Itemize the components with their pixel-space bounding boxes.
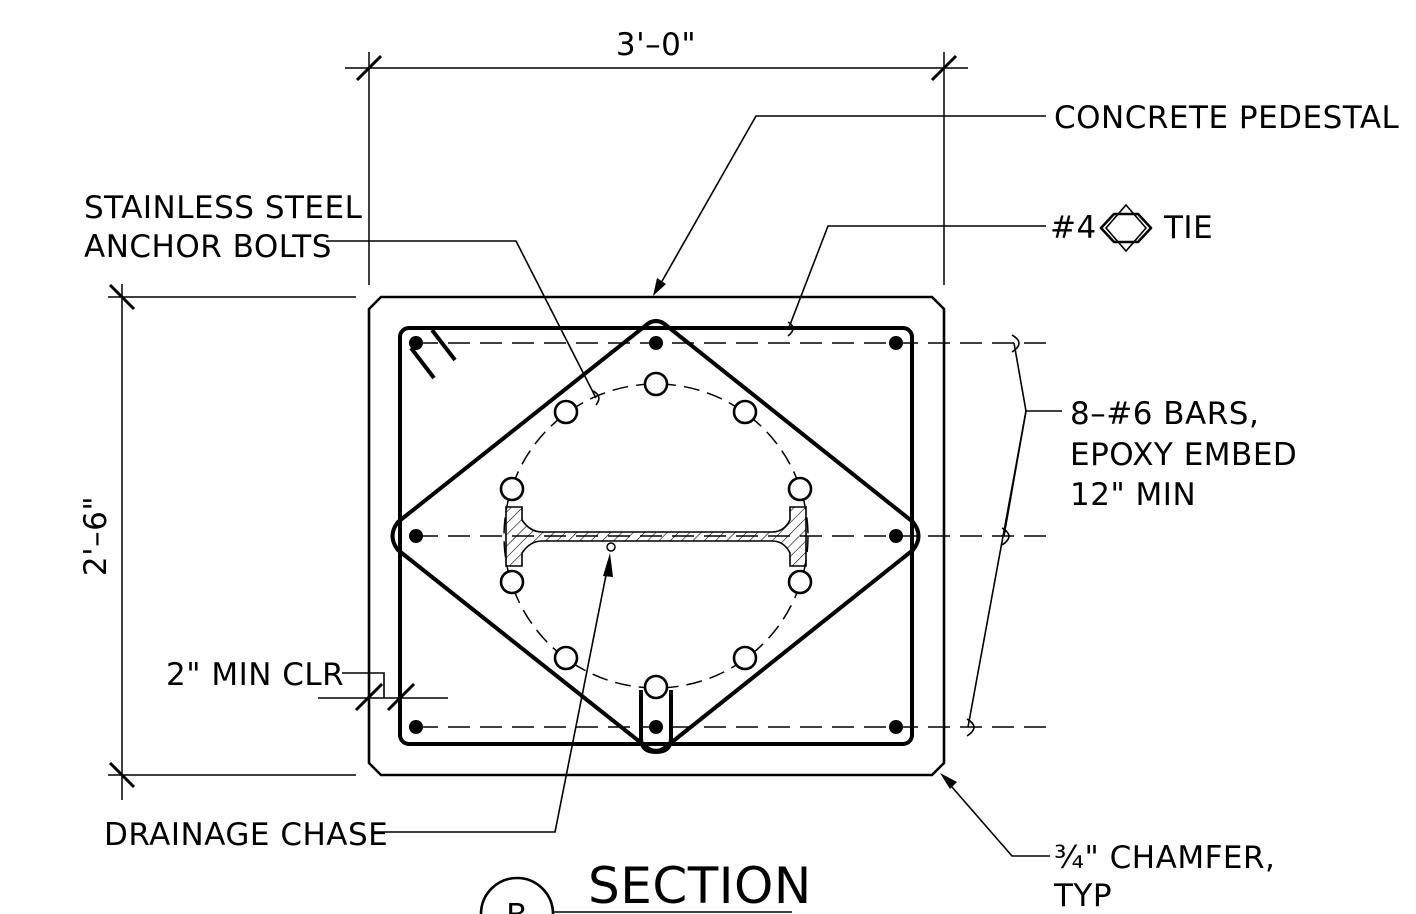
drainage-slot bbox=[639, 690, 673, 754]
anchor-bolt bbox=[643, 371, 669, 397]
bar bbox=[649, 336, 663, 350]
bar bbox=[409, 720, 423, 734]
anchor-bolt bbox=[553, 399, 579, 425]
anchor-bolts-label-line1: STAINLESS STEEL bbox=[84, 190, 363, 226]
tie-prefix-label: #4 bbox=[1050, 210, 1097, 246]
anchor-bolt bbox=[553, 645, 579, 671]
anchor-bolt bbox=[787, 476, 813, 502]
anchor-bolts-leader: STAINLESS STEEL ANCHOR BOLTS bbox=[84, 190, 600, 406]
bar bbox=[409, 529, 423, 543]
anchor-bolt bbox=[732, 399, 758, 425]
anchor-bolt bbox=[643, 674, 669, 700]
bar bbox=[649, 720, 663, 734]
chamfer-leader: ¾" CHAMFER, TYP bbox=[940, 773, 1275, 914]
width-dimension-text: 3'–0" bbox=[616, 27, 696, 63]
anchor-bolts bbox=[499, 371, 813, 700]
bar bbox=[889, 529, 903, 543]
height-dimension-text: 2'–6" bbox=[78, 496, 114, 576]
anchor-bolt bbox=[499, 569, 525, 595]
height-dimension: 2'–6" bbox=[78, 283, 356, 800]
tie-suffix-label: TIE bbox=[1163, 210, 1213, 246]
bolt-circle bbox=[503, 383, 809, 689]
concrete-pedestal-leader: CONCRETE PEDESTAL bbox=[653, 100, 1400, 296]
width-dimension: 3'–0" bbox=[345, 27, 968, 285]
bars-leader: 8–#6 BARS, EPOXY EMBED 12" MIN bbox=[966, 334, 1297, 737]
bar bbox=[889, 720, 903, 734]
tie-leader: #4 TIE bbox=[787, 203, 1213, 337]
bar bbox=[409, 336, 423, 350]
min-clearance-label: 2" MIN CLR bbox=[166, 657, 344, 693]
steel-i-beam bbox=[505, 506, 807, 567]
section-marker-letter: B bbox=[506, 898, 528, 914]
concrete-pedestal-outline bbox=[367, 295, 946, 777]
reinforcing-bars bbox=[409, 336, 903, 734]
tie-symbol-icon bbox=[1099, 212, 1153, 244]
min-clearance-dimension: 2" MIN CLR bbox=[166, 657, 448, 712]
drainage-chase-label: DRAINAGE CHASE bbox=[104, 817, 388, 853]
anchor-bolts-label-line2: ANCHOR BOLTS bbox=[84, 229, 332, 265]
bars-label-line3: 12" MIN bbox=[1070, 477, 1196, 513]
section-marker-circle bbox=[479, 876, 555, 914]
anchor-bolt bbox=[787, 569, 813, 595]
concrete-pedestal-label: CONCRETE PEDESTAL bbox=[1054, 100, 1400, 136]
anchor-bolt bbox=[499, 476, 525, 502]
tie-hook-2 bbox=[430, 328, 457, 362]
section-title: SECTION bbox=[588, 857, 812, 914]
anchor-bolt bbox=[732, 645, 758, 671]
bars-label-line2: EPOXY EMBED bbox=[1070, 437, 1297, 473]
bar bbox=[889, 336, 903, 350]
tie-symbol-diamond-icon bbox=[1104, 203, 1148, 253]
chamfer-label-line1: ¾" CHAMFER, bbox=[1054, 840, 1275, 876]
chamfer-label-line2: TYP bbox=[1053, 878, 1112, 914]
bars-label-line1: 8–#6 BARS, bbox=[1070, 396, 1259, 432]
section-title-block: B SECTION bbox=[479, 857, 812, 914]
drainage-chase-leader: DRAINAGE CHASE bbox=[104, 542, 616, 853]
tie-hook bbox=[409, 346, 436, 380]
